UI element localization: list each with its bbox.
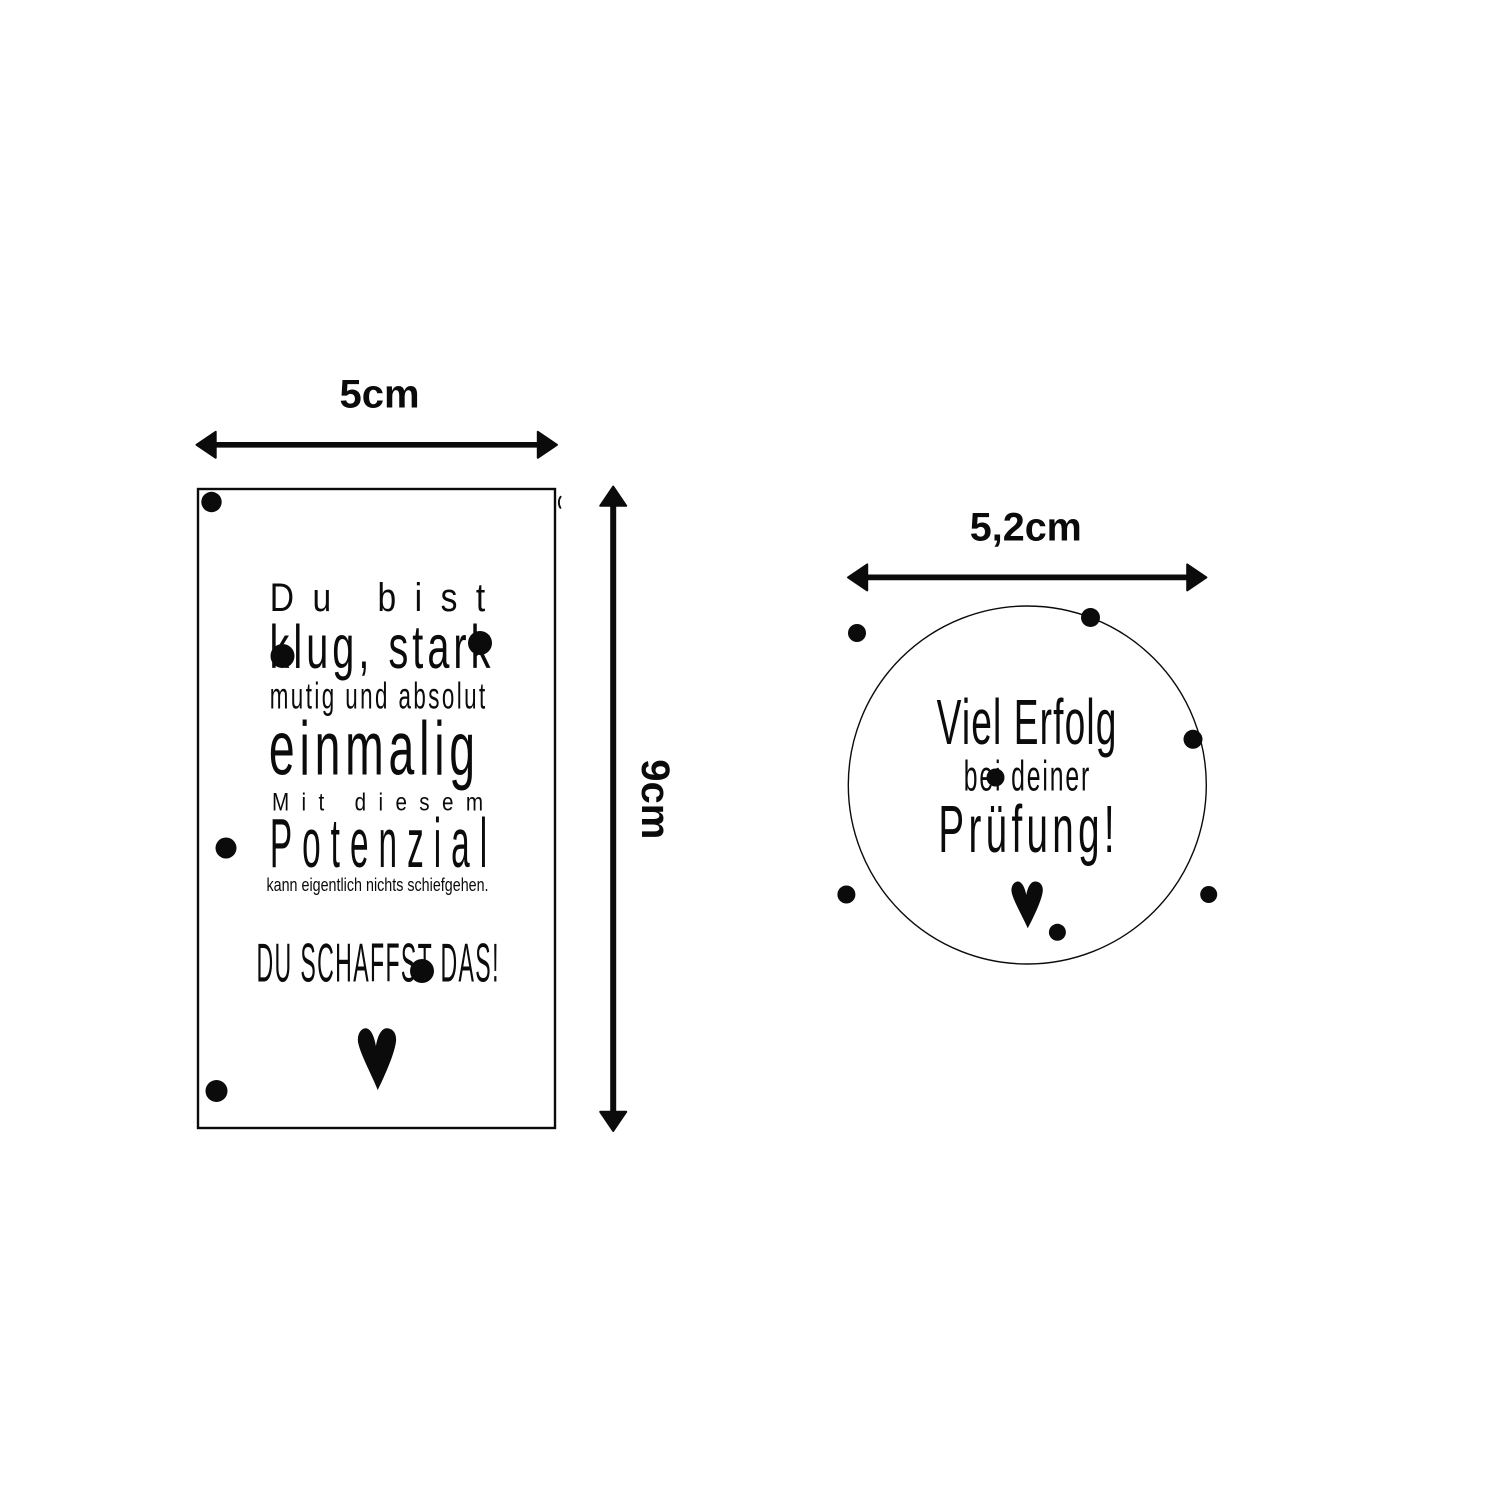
svg-text:9cm: 9cm — [633, 759, 677, 839]
svg-text:DU SCHAFFST DAS!: DU SCHAFFST DAS! — [256, 932, 498, 993]
svg-text:bei deiner: bei deiner — [964, 752, 1090, 800]
svg-text:einmalig: einmalig — [269, 707, 475, 792]
svg-text:klug, stark: klug, stark — [270, 612, 491, 681]
svg-text:Viel Erfolg: Viel Erfolg — [937, 688, 1117, 759]
svg-text:Potenzial: Potenzial — [270, 805, 487, 883]
svg-text:5,2cm: 5,2cm — [970, 505, 1082, 549]
svg-text:5cm: 5cm — [339, 372, 419, 416]
svg-text:kann eigentlich nichts schiefg: kann eigentlich nichts schiefgehen. — [266, 874, 488, 895]
svg-text:mutig und absolut: mutig und absolut — [270, 675, 486, 717]
